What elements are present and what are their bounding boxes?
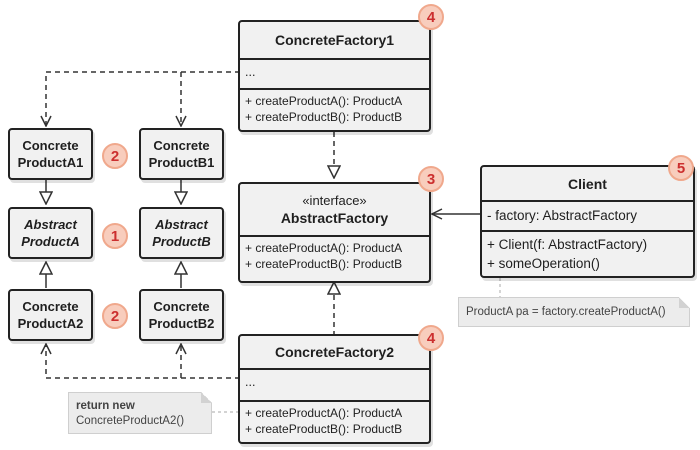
concrete-factory-2-methods: + createProductA(): ProductA + createPro… <box>240 400 429 442</box>
badge-concrete-factory-2: 4 <box>418 325 444 351</box>
concrete-factory-1-methods: + createProductA(): ProductA + createPro… <box>240 88 429 130</box>
badge-concrete-factory-1: 4 <box>418 4 444 30</box>
client-methods: + Client(f: AbstractFactory) + someOpera… <box>482 230 693 276</box>
factory2-code-note: return new ConcreteProductA2() <box>68 392 212 434</box>
concrete-product-b2-box: Concrete ProductB2 <box>139 289 224 341</box>
abstract-factory-methods: + createProductA(): ProductA + createPro… <box>240 235 429 281</box>
concrete-product-b1-line2: ProductB1 <box>148 155 215 170</box>
concrete-product-b2-line2: ProductB2 <box>148 316 215 331</box>
concrete-factory-1-fields: ... <box>240 58 429 88</box>
concrete-factory-1-header: ConcreteFactory1 <box>240 22 429 58</box>
concrete-factory-1-class: ConcreteFactory1 ... + createProductA():… <box>238 20 431 132</box>
badge-concrete-product-a2: 2 <box>102 303 128 329</box>
abstract-product-a-box: Abstract ProductA <box>8 207 93 259</box>
concrete-product-a2-line1: Concrete <box>22 299 79 314</box>
concrete-product-a1-box: Concrete ProductA1 <box>8 128 93 180</box>
badge-abstract-product-a: 1 <box>102 223 128 249</box>
note-fold-corner <box>201 392 212 403</box>
badge-concrete-product-a1: 2 <box>102 143 128 169</box>
abstract-factory-title: AbstractFactory <box>280 210 389 226</box>
concrete-factory-2-fields: ... <box>240 368 429 400</box>
abstract-product-a-line2: ProductA <box>21 234 80 249</box>
concrete-product-a1-line2: ProductA1 <box>17 155 84 170</box>
concrete-factory-2-title: ConcreteFactory2 <box>274 344 395 360</box>
method-some-operation: + someOperation() <box>487 256 600 271</box>
concrete-product-a2-box: Concrete ProductA2 <box>8 289 93 341</box>
method-client-constructor: + Client(f: AbstractFactory) <box>487 237 648 252</box>
client-class: Client - factory: AbstractFactory + Clie… <box>480 165 695 278</box>
concrete-factory-2-class: ConcreteFactory2 ... + createProductA():… <box>238 334 431 444</box>
method-create-product-b: + createProductB(): ProductB <box>245 422 403 436</box>
method-create-product-b: + createProductB(): ProductB <box>245 257 403 271</box>
badge-client: 5 <box>668 155 694 181</box>
client-fields: - factory: AbstractFactory <box>482 200 693 230</box>
abstract-product-a-line1: Abstract <box>24 217 77 232</box>
concrete-product-b1-line1: Concrete <box>153 138 210 153</box>
abstract-product-b-line1: Abstract <box>155 217 208 232</box>
client-title: Client <box>568 175 607 192</box>
interface-stereotype: «interface» <box>302 193 367 208</box>
client-header: Client <box>482 167 693 200</box>
method-create-product-a: + createProductA(): ProductA <box>245 241 403 255</box>
method-create-product-b: + createProductB(): ProductB <box>245 110 403 124</box>
concrete-product-a1-line1: Concrete <box>22 138 79 153</box>
factory2-note-text: ConcreteProductA2() <box>76 415 185 427</box>
client-note-text: ProductA pa = factory.createProductA() <box>466 306 666 318</box>
method-create-product-a: + createProductA(): ProductA <box>245 406 403 420</box>
concrete-product-b2-line1: Concrete <box>153 299 210 314</box>
factory2-note-keyword: return new <box>76 400 135 412</box>
concrete-factory-2-header: ConcreteFactory2 <box>240 336 429 368</box>
method-create-product-a: + createProductA(): ProductA <box>245 94 403 108</box>
note-fold-corner <box>679 297 690 308</box>
abstract-factory-header: «interface» AbstractFactory <box>240 184 429 235</box>
concrete-product-b1-box: Concrete ProductB1 <box>139 128 224 180</box>
abstract-factory-interface: «interface» AbstractFactory + createProd… <box>238 182 431 283</box>
dependency-cf1-to-concrete-a1 <box>46 71 240 126</box>
concrete-product-a2-line2: ProductA2 <box>17 316 84 331</box>
badge-abstract-factory: 3 <box>418 166 444 192</box>
client-code-note: ProductA pa = factory.createProductA() <box>458 297 690 327</box>
concrete-factory-1-title: ConcreteFactory1 <box>274 32 395 48</box>
dependency-cf2-to-concrete-a2 <box>46 344 240 379</box>
abstract-product-b-line2: ProductB <box>152 234 211 249</box>
abstract-product-b-box: Abstract ProductB <box>139 207 224 259</box>
